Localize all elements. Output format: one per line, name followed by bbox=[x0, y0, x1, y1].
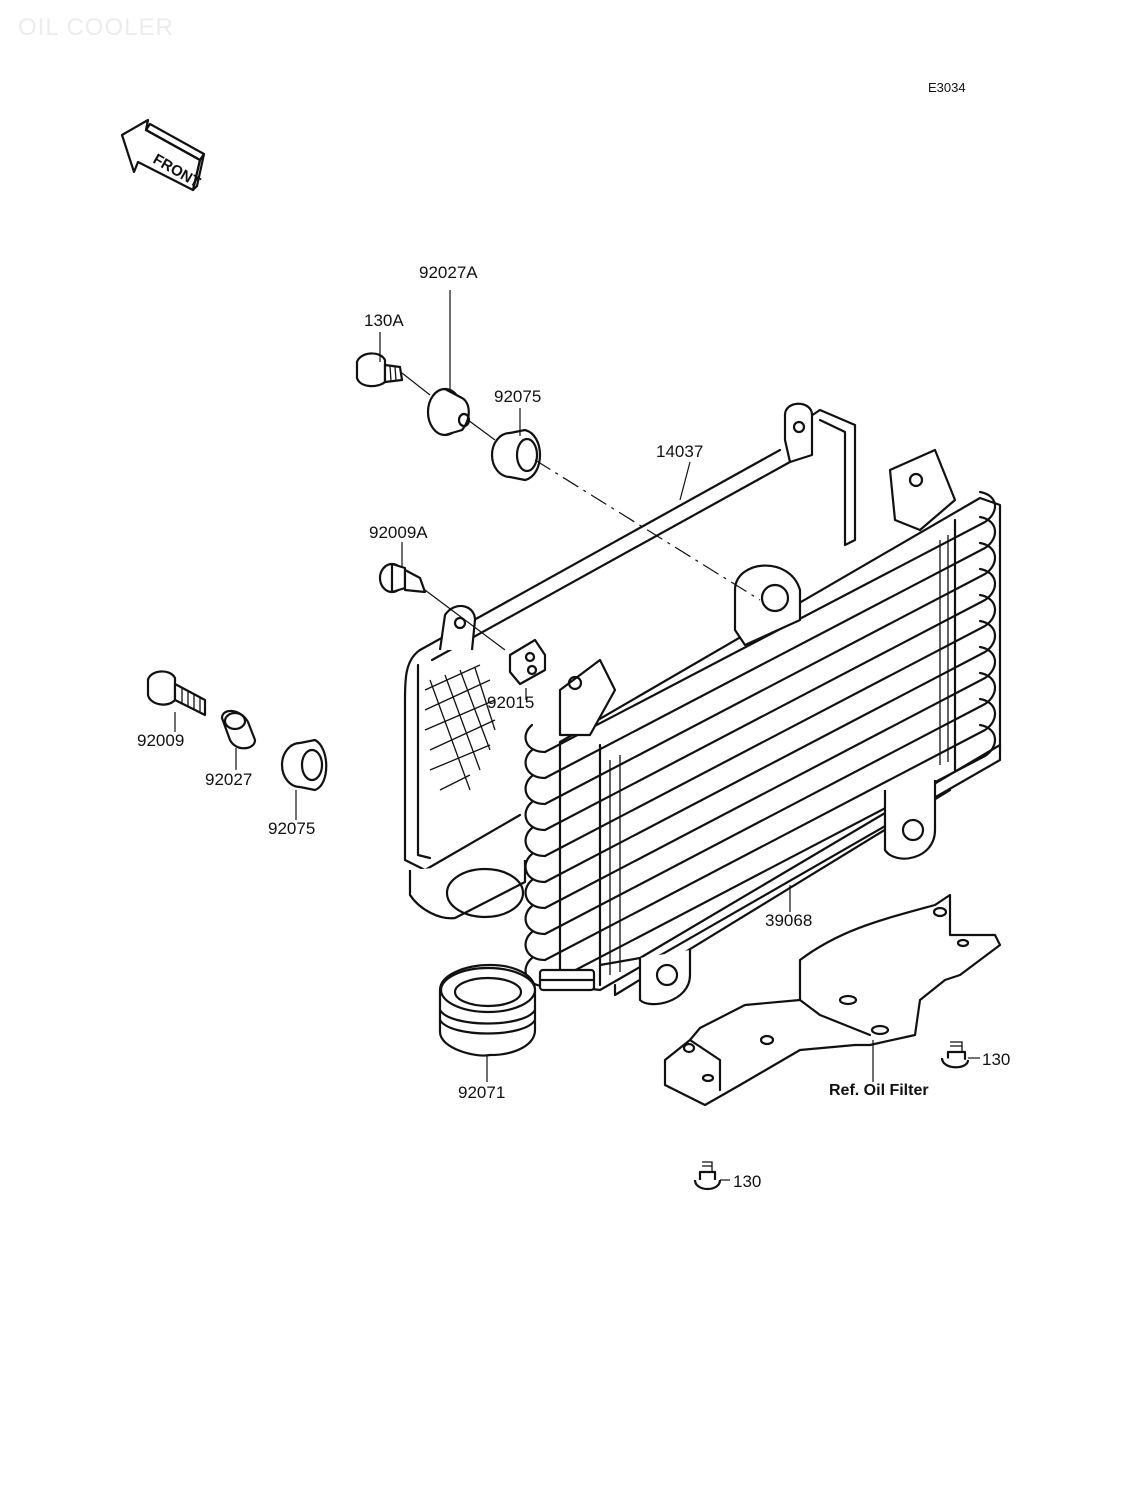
front-arrow-icon: FRONT bbox=[120, 118, 206, 191]
part-label: Ref. Oil Filter bbox=[829, 1082, 929, 1099]
part-label: 130 bbox=[982, 1050, 1011, 1069]
bolt-130a bbox=[355, 352, 404, 388]
collar-92027a bbox=[426, 387, 471, 437]
screw-92009a bbox=[378, 562, 427, 594]
bolt-130-right bbox=[940, 1041, 970, 1069]
part-label: 92075 bbox=[494, 387, 542, 406]
part-label: 92015 bbox=[487, 693, 535, 712]
part-label: 92009 bbox=[137, 731, 185, 750]
part-label: 130A bbox=[364, 311, 404, 330]
assembly-lines bbox=[401, 372, 761, 651]
grommet-92075-left bbox=[280, 738, 328, 792]
diagram-code: E3034 bbox=[928, 80, 966, 95]
part-label: 92027A bbox=[419, 263, 478, 282]
part-label: 92071 bbox=[458, 1083, 506, 1102]
oil-cooler-core bbox=[524, 448, 1002, 1006]
part-label: 14037 bbox=[656, 442, 704, 461]
grommet-92071 bbox=[438, 963, 537, 1057]
part-label: 92075 bbox=[268, 819, 316, 838]
grommet-92075-top bbox=[490, 428, 542, 482]
part-label: 92009A bbox=[369, 523, 428, 542]
bolt-92009 bbox=[146, 670, 207, 717]
clamp-92015 bbox=[508, 638, 547, 686]
oil-filter-bracket bbox=[663, 893, 1002, 1107]
bracket-frame bbox=[403, 402, 857, 920]
bolt-130-bottom bbox=[693, 1161, 722, 1191]
collar-92027 bbox=[220, 709, 257, 750]
leader-lines bbox=[174, 290, 980, 1181]
part-label: 92027 bbox=[205, 770, 253, 789]
part-label: 130 bbox=[733, 1172, 762, 1191]
part-label: 39068 bbox=[765, 911, 813, 930]
cooler-fins bbox=[524, 490, 996, 988]
page-title-watermark: OIL COOLER bbox=[18, 14, 174, 41]
